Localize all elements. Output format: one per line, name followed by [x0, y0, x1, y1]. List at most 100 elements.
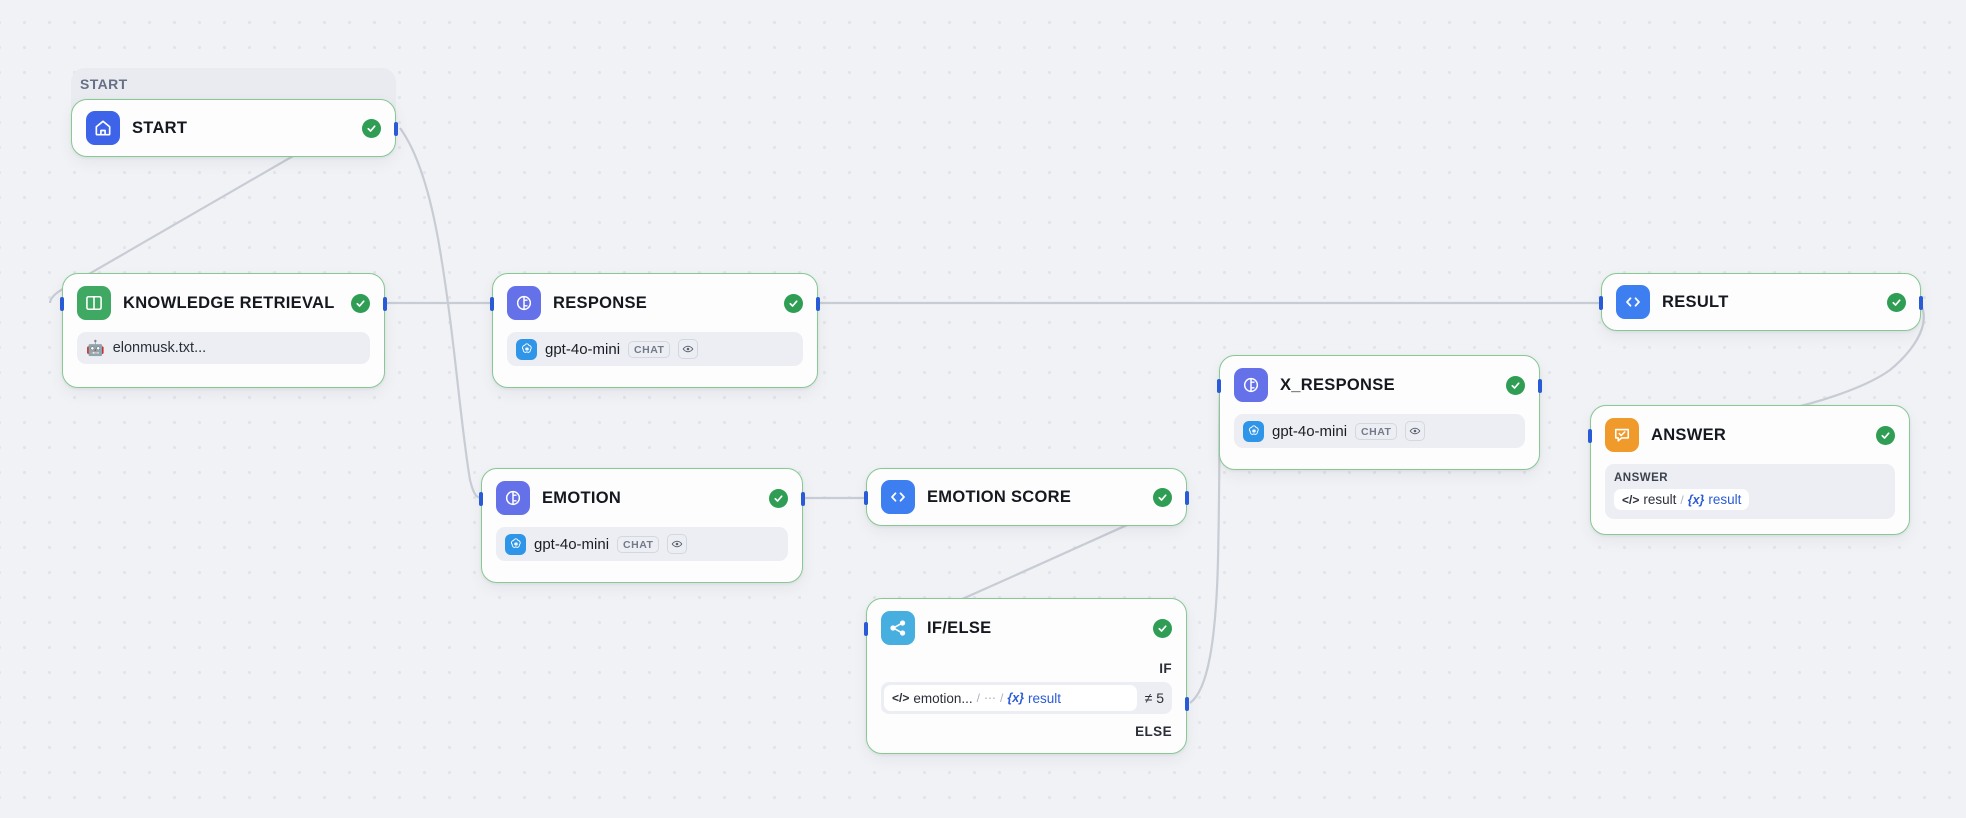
model-name: gpt-4o-mini: [1272, 422, 1348, 440]
node-title: KNOWLEDGE RETRIEVAL: [123, 293, 335, 312]
robot-icon: 🤖: [86, 339, 105, 357]
node-start[interactable]: START: [71, 99, 398, 157]
branch-icon: [881, 611, 915, 645]
model-name: gpt-4o-mini: [545, 340, 621, 358]
status-badge: [1876, 425, 1895, 445]
openai-logo: [516, 338, 537, 360]
answer-variable-pill[interactable]: </> result / {x} result: [1614, 489, 1750, 510]
status-badge: [1506, 375, 1525, 395]
node-header: X_RESPONSE: [1234, 368, 1525, 402]
eye-icon[interactable]: [1405, 421, 1426, 441]
variable-key: result: [1028, 690, 1062, 706]
model-type-badge: CHAT: [1355, 422, 1398, 440]
llm-icon: [1234, 368, 1268, 402]
node-emotion[interactable]: EMOTION gpt-4o-mini CHAT: [479, 468, 805, 583]
node-emotion-score[interactable]: EMOTION SCORE: [864, 468, 1189, 526]
eye-icon[interactable]: [678, 339, 699, 359]
answer-body: ANSWER </> result / {x} result: [1605, 464, 1895, 519]
node-title: EMOTION SCORE: [927, 487, 1072, 506]
answer-source: result: [1643, 492, 1677, 507]
node-result[interactable]: RESULT: [1599, 273, 1923, 331]
node-header: RESULT: [1616, 285, 1906, 319]
node-header: START: [86, 111, 381, 145]
knowledge-file-chip[interactable]: 🤖 elonmusk.txt...: [77, 332, 370, 364]
input-handle[interactable]: [864, 491, 868, 505]
if-output-handle[interactable]: [1185, 697, 1189, 711]
node-header: IF/ELSE: [881, 611, 1172, 645]
condition-row[interactable]: </> emotion... / ⋯ / {x} result ≠ 5: [881, 682, 1172, 714]
answer-icon: [1605, 418, 1639, 452]
input-handle[interactable]: [1599, 296, 1603, 310]
output-handle[interactable]: [383, 297, 387, 311]
node-knowledge-retrieval[interactable]: KNOWLEDGE RETRIEVAL 🤖 elonmusk.txt...: [60, 273, 387, 388]
model-chip[interactable]: gpt-4o-mini CHAT: [507, 332, 803, 366]
answer-caption: ANSWER: [1614, 472, 1669, 484]
status-badge: [784, 293, 803, 313]
output-handle[interactable]: [1185, 491, 1189, 505]
model-type-badge: CHAT: [628, 340, 671, 358]
node-response[interactable]: RESPONSE gpt-4o-mini CHAT: [490, 273, 820, 388]
separator: /: [999, 691, 1004, 705]
separator: /: [976, 691, 980, 705]
llm-icon: [496, 481, 530, 515]
input-handle[interactable]: [490, 297, 494, 311]
input-handle[interactable]: [1588, 429, 1592, 443]
code-icon: [1616, 285, 1650, 319]
status-badge: [1153, 487, 1172, 507]
node-title: ANSWER: [1651, 425, 1727, 444]
variable-key: result: [1708, 492, 1742, 507]
status-badge: [351, 293, 370, 313]
input-handle[interactable]: [1217, 379, 1221, 393]
node-header: EMOTION: [496, 481, 788, 515]
output-handle[interactable]: [801, 492, 805, 506]
node-if-else[interactable]: IF/ELSE IF </> emotion... / ⋯ / {x} resu…: [864, 598, 1189, 754]
else-label: ELSE: [1135, 724, 1172, 739]
node-title: EMOTION: [542, 488, 622, 507]
model-chip[interactable]: gpt-4o-mini CHAT: [496, 527, 788, 561]
output-handle[interactable]: [816, 297, 820, 311]
openai-logo: [505, 533, 526, 555]
node-x-response[interactable]: X_RESPONSE gpt-4o-mini CHAT: [1217, 355, 1542, 470]
input-handle[interactable]: [60, 297, 64, 311]
status-badge: [1887, 292, 1906, 312]
code-icon: [881, 480, 915, 514]
if-label: IF: [1159, 661, 1172, 676]
output-handle[interactable]: [1538, 379, 1542, 393]
status-badge: [769, 488, 788, 508]
code-glyph-icon: </>: [1622, 492, 1640, 507]
output-handle[interactable]: [1919, 296, 1923, 310]
node-title: IF/ELSE: [927, 618, 992, 637]
node-answer[interactable]: ANSWER ANSWER </> result / {x} result: [1588, 405, 1910, 535]
node-title: START: [132, 118, 188, 137]
start-group-label: START: [80, 76, 128, 92]
condition-operator: ≠ 5: [1144, 690, 1164, 706]
status-badge: [1153, 618, 1172, 638]
status-badge: [362, 118, 381, 138]
node-header: KNOWLEDGE RETRIEVAL: [77, 286, 370, 320]
node-header: EMOTION SCORE: [881, 480, 1172, 514]
output-handle[interactable]: [394, 122, 398, 136]
node-title: RESULT: [1662, 292, 1729, 311]
variable-prefix-icon: {x}: [1007, 691, 1025, 705]
code-glyph-icon: </>: [892, 691, 910, 705]
book-icon: [77, 286, 111, 320]
home-icon: [86, 111, 120, 145]
node-header: ANSWER: [1605, 418, 1895, 452]
node-title: RESPONSE: [553, 293, 648, 312]
condition-variable-pill[interactable]: </> emotion... / ⋯ / {x} result: [884, 685, 1137, 711]
variable-prefix-icon: {x}: [1687, 492, 1705, 507]
model-chip[interactable]: gpt-4o-mini CHAT: [1234, 414, 1525, 448]
input-handle[interactable]: [479, 492, 483, 506]
node-title: X_RESPONSE: [1280, 375, 1395, 394]
file-name: elonmusk.txt...: [112, 340, 207, 356]
llm-icon: [507, 286, 541, 320]
separator: /: [1680, 492, 1684, 507]
condition-source: emotion...: [913, 690, 973, 706]
node-header: RESPONSE: [507, 286, 803, 320]
input-handle[interactable]: [864, 622, 868, 636]
eye-icon[interactable]: [667, 534, 688, 554]
model-name: gpt-4o-mini: [534, 535, 610, 553]
ellipsis: ⋯: [983, 691, 996, 705]
openai-logo: [1243, 420, 1264, 442]
